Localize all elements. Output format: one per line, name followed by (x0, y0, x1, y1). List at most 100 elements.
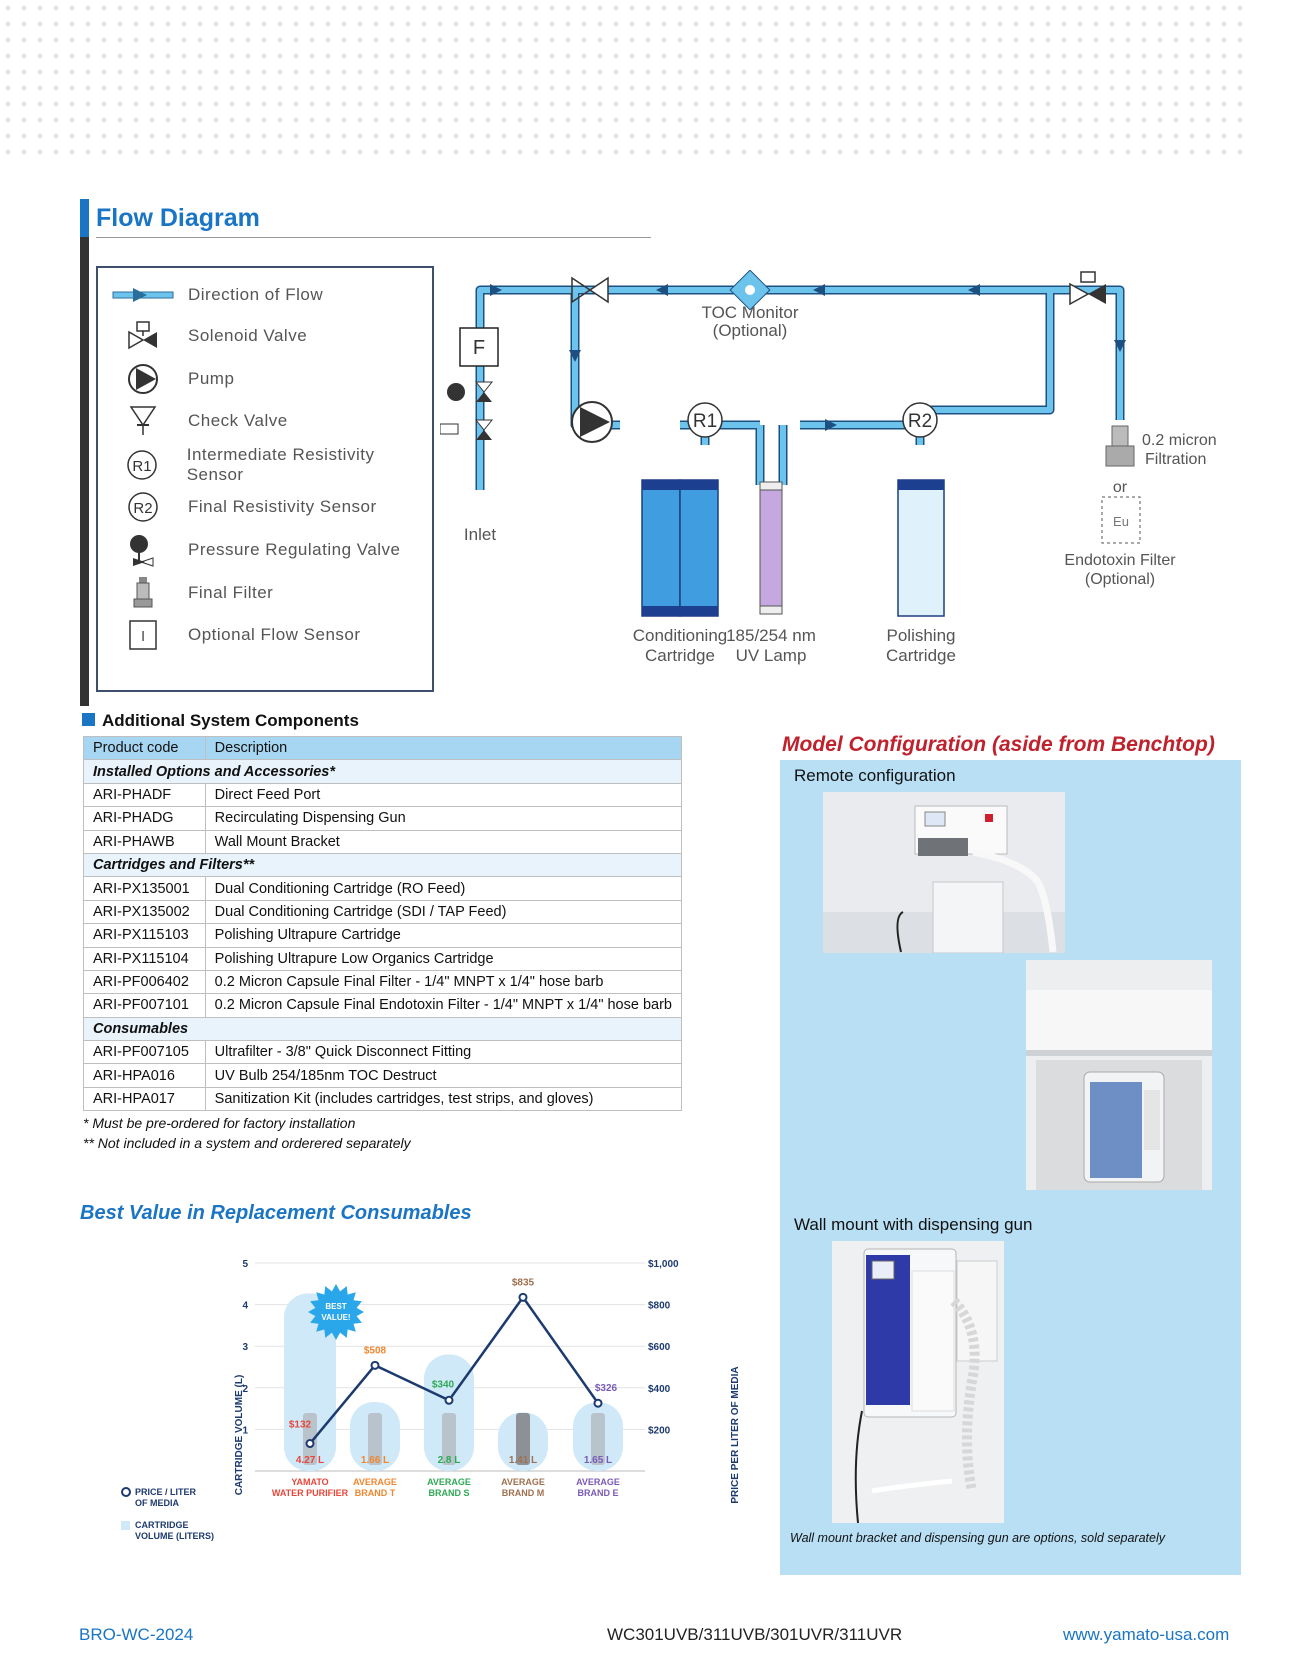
header-dot-pattern (0, 0, 1250, 165)
product-description: UV Bulb 254/185nm TOC Destruct (204, 1063, 683, 1088)
svg-text:Filtration: Filtration (1145, 451, 1206, 468)
column-header: Description (204, 735, 683, 761)
model-config-note: Wall mount bracket and dispensing gun ar… (790, 1531, 1165, 1545)
product-description: Recirculating Dispensing Gun (204, 806, 683, 831)
svg-text:Endotoxin Filter: Endotoxin Filter (1064, 552, 1176, 569)
r2-sensor-icon: R2 (128, 492, 158, 522)
flow-sensor-icon: l (129, 620, 157, 650)
table-section-row: Consumables (83, 1016, 682, 1042)
product-description: 0.2 Micron Capsule Final Endotoxin Filte… (204, 993, 683, 1018)
category-label: YAMATO (291, 1477, 328, 1487)
legend-label: Intermediate Resistivity Sensor (186, 445, 375, 484)
flow-schematic: TOC Monitor (Optional) F Inlet R1 R2 Con… (440, 270, 1217, 665)
left-tick-label: 1 (242, 1425, 248, 1436)
flow-diagram-title: Flow Diagram (96, 204, 260, 232)
final-filter-icon (133, 577, 153, 608)
wall-mount-label: Wall mount with dispensing gun (794, 1215, 1033, 1234)
check-valve-icon (129, 406, 157, 435)
legend-price-text-1: PRICE / LITER (135, 1487, 197, 1497)
category-label: WATER PURIFIER (272, 1488, 349, 1498)
legend-price-text-2: OF MEDIA (135, 1498, 179, 1508)
remote-config-label: Remote configuration (794, 766, 956, 785)
direction-of-flow-icon (112, 288, 174, 302)
legend-row-pump: Pump (108, 362, 234, 396)
badge-text-1: BEST (325, 1302, 346, 1311)
table-section-row: Cartridges and Filters** (83, 852, 682, 878)
svg-text:Cartridge: Cartridge (645, 646, 715, 665)
column-header: Product code (83, 735, 206, 761)
cartridge-illustration (442, 1413, 456, 1465)
remote-config-photo (823, 792, 1065, 953)
legend-label: Optional Flow Sensor (188, 625, 361, 644)
product-description: Polishing Ultrapure Cartridge (204, 923, 683, 948)
cartridge-illustration (591, 1413, 605, 1465)
legend-row-flow-sensor: l Optional Flow Sensor (108, 618, 361, 652)
pump-icon (128, 364, 158, 394)
undercounter-photo (1026, 960, 1212, 1190)
svg-text:R1: R1 (133, 458, 152, 475)
category-label: BRAND E (577, 1488, 618, 1498)
legend-label: Solenoid Valve (188, 326, 308, 345)
volume-label: 1.65 L (584, 1455, 612, 1466)
footer-doc-code: BRO-WC-2024 (79, 1625, 194, 1644)
product-code: ARI-PF006402 (83, 969, 206, 995)
components-table: Product code Description Installed Optio… (83, 735, 683, 1112)
flow-sensor-symbol: F (473, 337, 485, 359)
volume-label: 4.27 L (296, 1455, 324, 1466)
legend-label: Final Filter (188, 583, 274, 602)
solenoid-valve-icon (128, 321, 157, 350)
volume-label: 1.41 L (509, 1455, 537, 1466)
category-label: AVERAGE (353, 1477, 397, 1487)
right-tick-label: $200 (648, 1425, 671, 1436)
svg-text:Conditioning: Conditioning (633, 626, 728, 645)
best-value-title: Best Value in Replacement Consumables (80, 1202, 472, 1224)
left-tick-label: 3 (242, 1342, 248, 1353)
svg-text:R2: R2 (133, 500, 152, 517)
table-section-row: Installed Options and Accessories* (83, 759, 682, 784)
model-config-title: Model Configuration (aside from Benchtop… (782, 733, 1215, 756)
price-point (305, 1439, 315, 1449)
toc-monitor-label: TOC Monitor (702, 303, 799, 322)
product-description: Sanitization Kit (includes cartridges, t… (204, 1086, 683, 1112)
right-axis-label: PRICE PER LITER OF MEDIA (730, 1366, 741, 1503)
svg-text:UV Lamp: UV Lamp (736, 646, 807, 665)
svg-text:R1: R1 (693, 411, 717, 432)
svg-text:Cartridge: Cartridge (886, 646, 956, 665)
product-description: Dual Conditioning Cartridge (SDI / TAP F… (204, 899, 683, 925)
footnote: ** Not included in a system and orderere… (83, 1135, 411, 1151)
legend-row-solenoid: Solenoid Valve (108, 319, 307, 353)
legend-row-final-filter: Final Filter (108, 576, 273, 610)
section-name: Consumables (83, 1016, 682, 1042)
product-code: ARI-PX135001 (83, 876, 206, 901)
price-label: $835 (512, 1277, 535, 1288)
components-title: Additional System Components (102, 711, 359, 730)
best-value-badge: BEST VALUE! (308, 1284, 364, 1340)
price-point (370, 1360, 380, 1370)
svg-text:185/254 nm: 185/254 nm (726, 626, 816, 645)
pressure-regulating-valve-icon (130, 535, 154, 567)
footer-website-link[interactable]: www.yamato-usa.com (1063, 1625, 1230, 1644)
price-label: $132 (289, 1420, 312, 1431)
product-description: Direct Feed Port (204, 782, 683, 808)
svg-text:R2: R2 (908, 411, 932, 432)
price-point (593, 1398, 603, 1408)
badge-starburst (308, 1284, 364, 1340)
product-description: 0.2 Micron Capsule Final Filter - 1/4" M… (204, 969, 683, 995)
price-label: $326 (595, 1383, 618, 1394)
cartridge-illustration (303, 1413, 317, 1465)
cartridge-illustration (516, 1413, 530, 1465)
left-tick-label: 2 (242, 1384, 248, 1395)
right-tick-label: $1,000 (648, 1259, 679, 1270)
legend-label: Final Resistivity Sensor (188, 497, 377, 516)
section-bar (80, 199, 89, 706)
